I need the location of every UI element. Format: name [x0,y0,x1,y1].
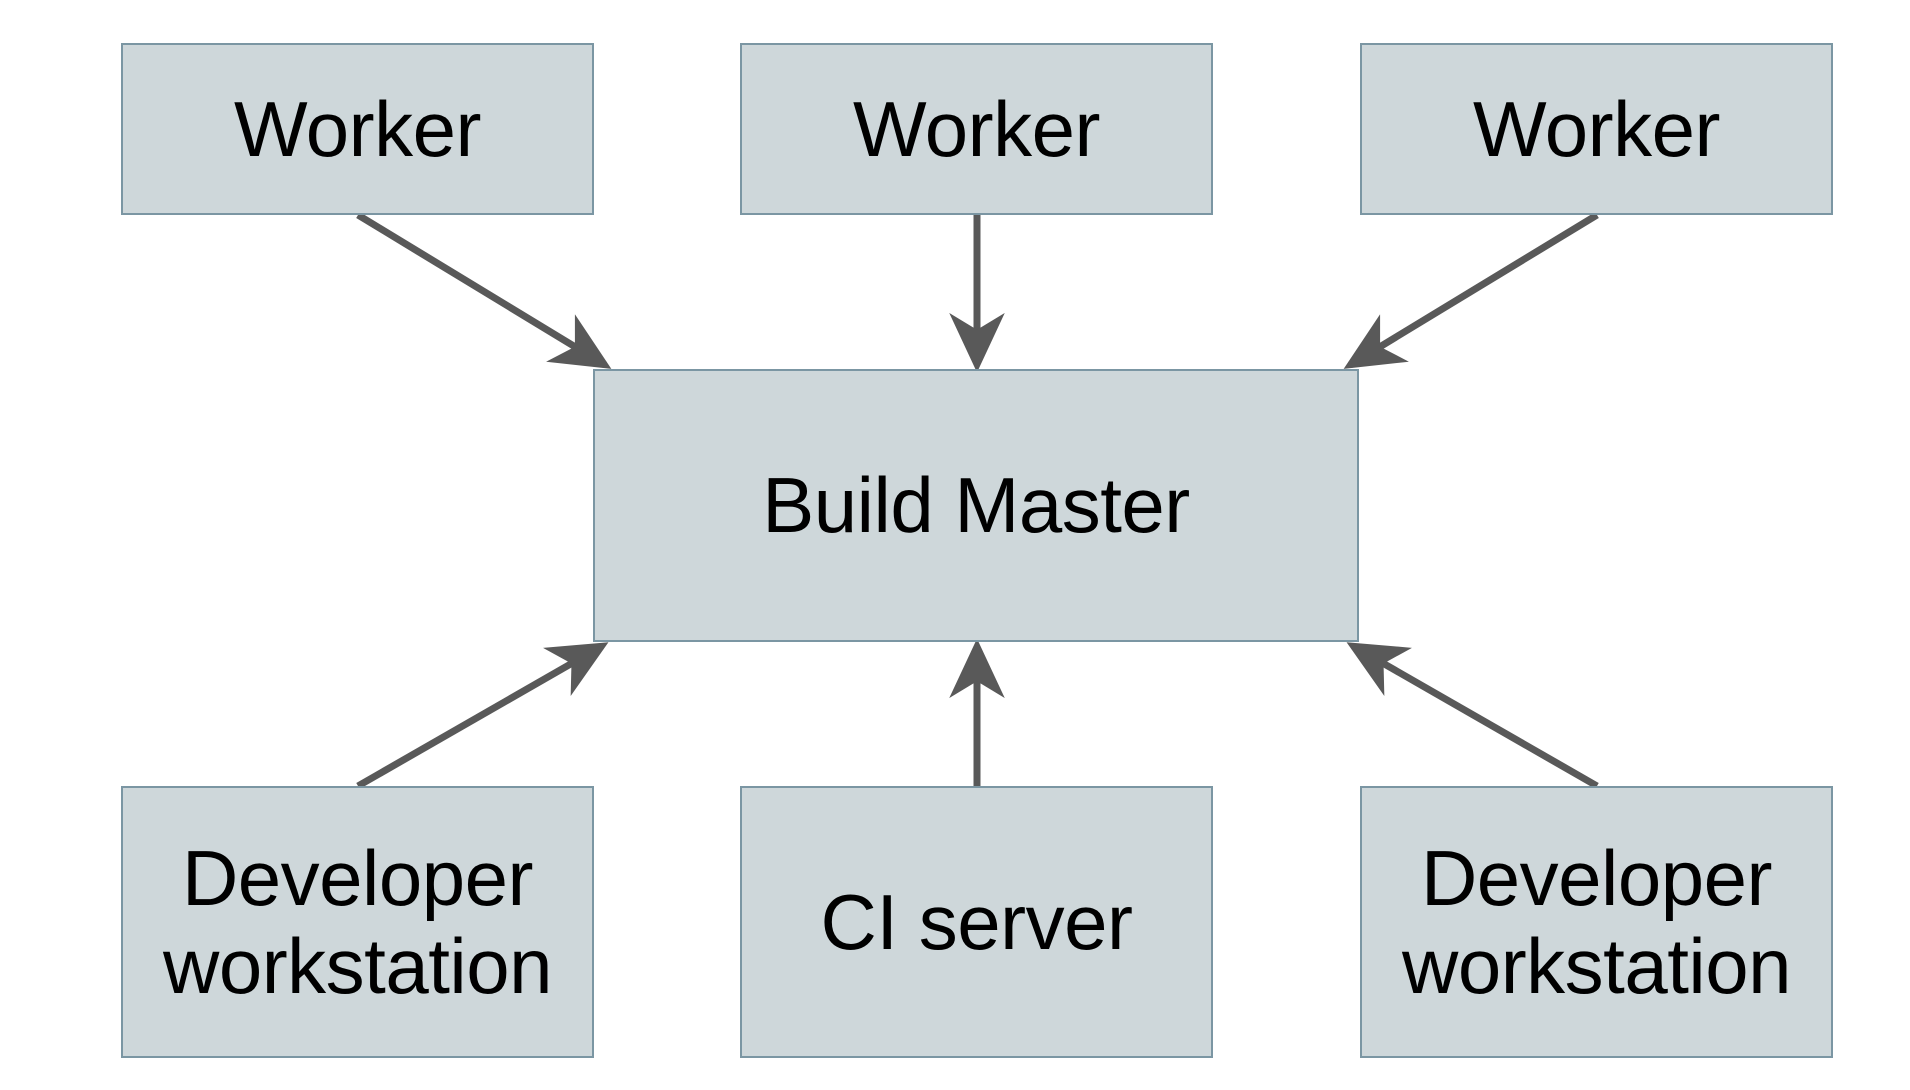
node-label: Worker [853,84,1100,173]
node-build-master[interactable]: Build Master [593,369,1359,642]
node-developer-workstation-right[interactable]: Developer workstation [1360,786,1833,1058]
node-label: CI server [820,877,1133,966]
node-label: Build Master [762,461,1190,550]
edge-worker-right-to-build-master [1343,212,1599,369]
node-worker-left[interactable]: Worker [121,43,594,215]
node-label: Worker [1473,84,1720,173]
node-label: Developer workstation [1402,833,1792,1010]
node-developer-workstation-left[interactable]: Developer workstation [121,786,594,1058]
node-label: Developer workstation [163,833,553,1010]
node-worker-right[interactable]: Worker [1360,43,1833,215]
edge-developer-workstation-left-to-build-master [356,642,609,790]
node-label: Worker [234,84,481,173]
edge-developer-workstation-right-to-build-master [1346,642,1599,790]
node-worker-center[interactable]: Worker [740,43,1213,215]
node-ci-server[interactable]: CI server [740,786,1213,1058]
edge-worker-left-to-build-master [356,212,612,369]
